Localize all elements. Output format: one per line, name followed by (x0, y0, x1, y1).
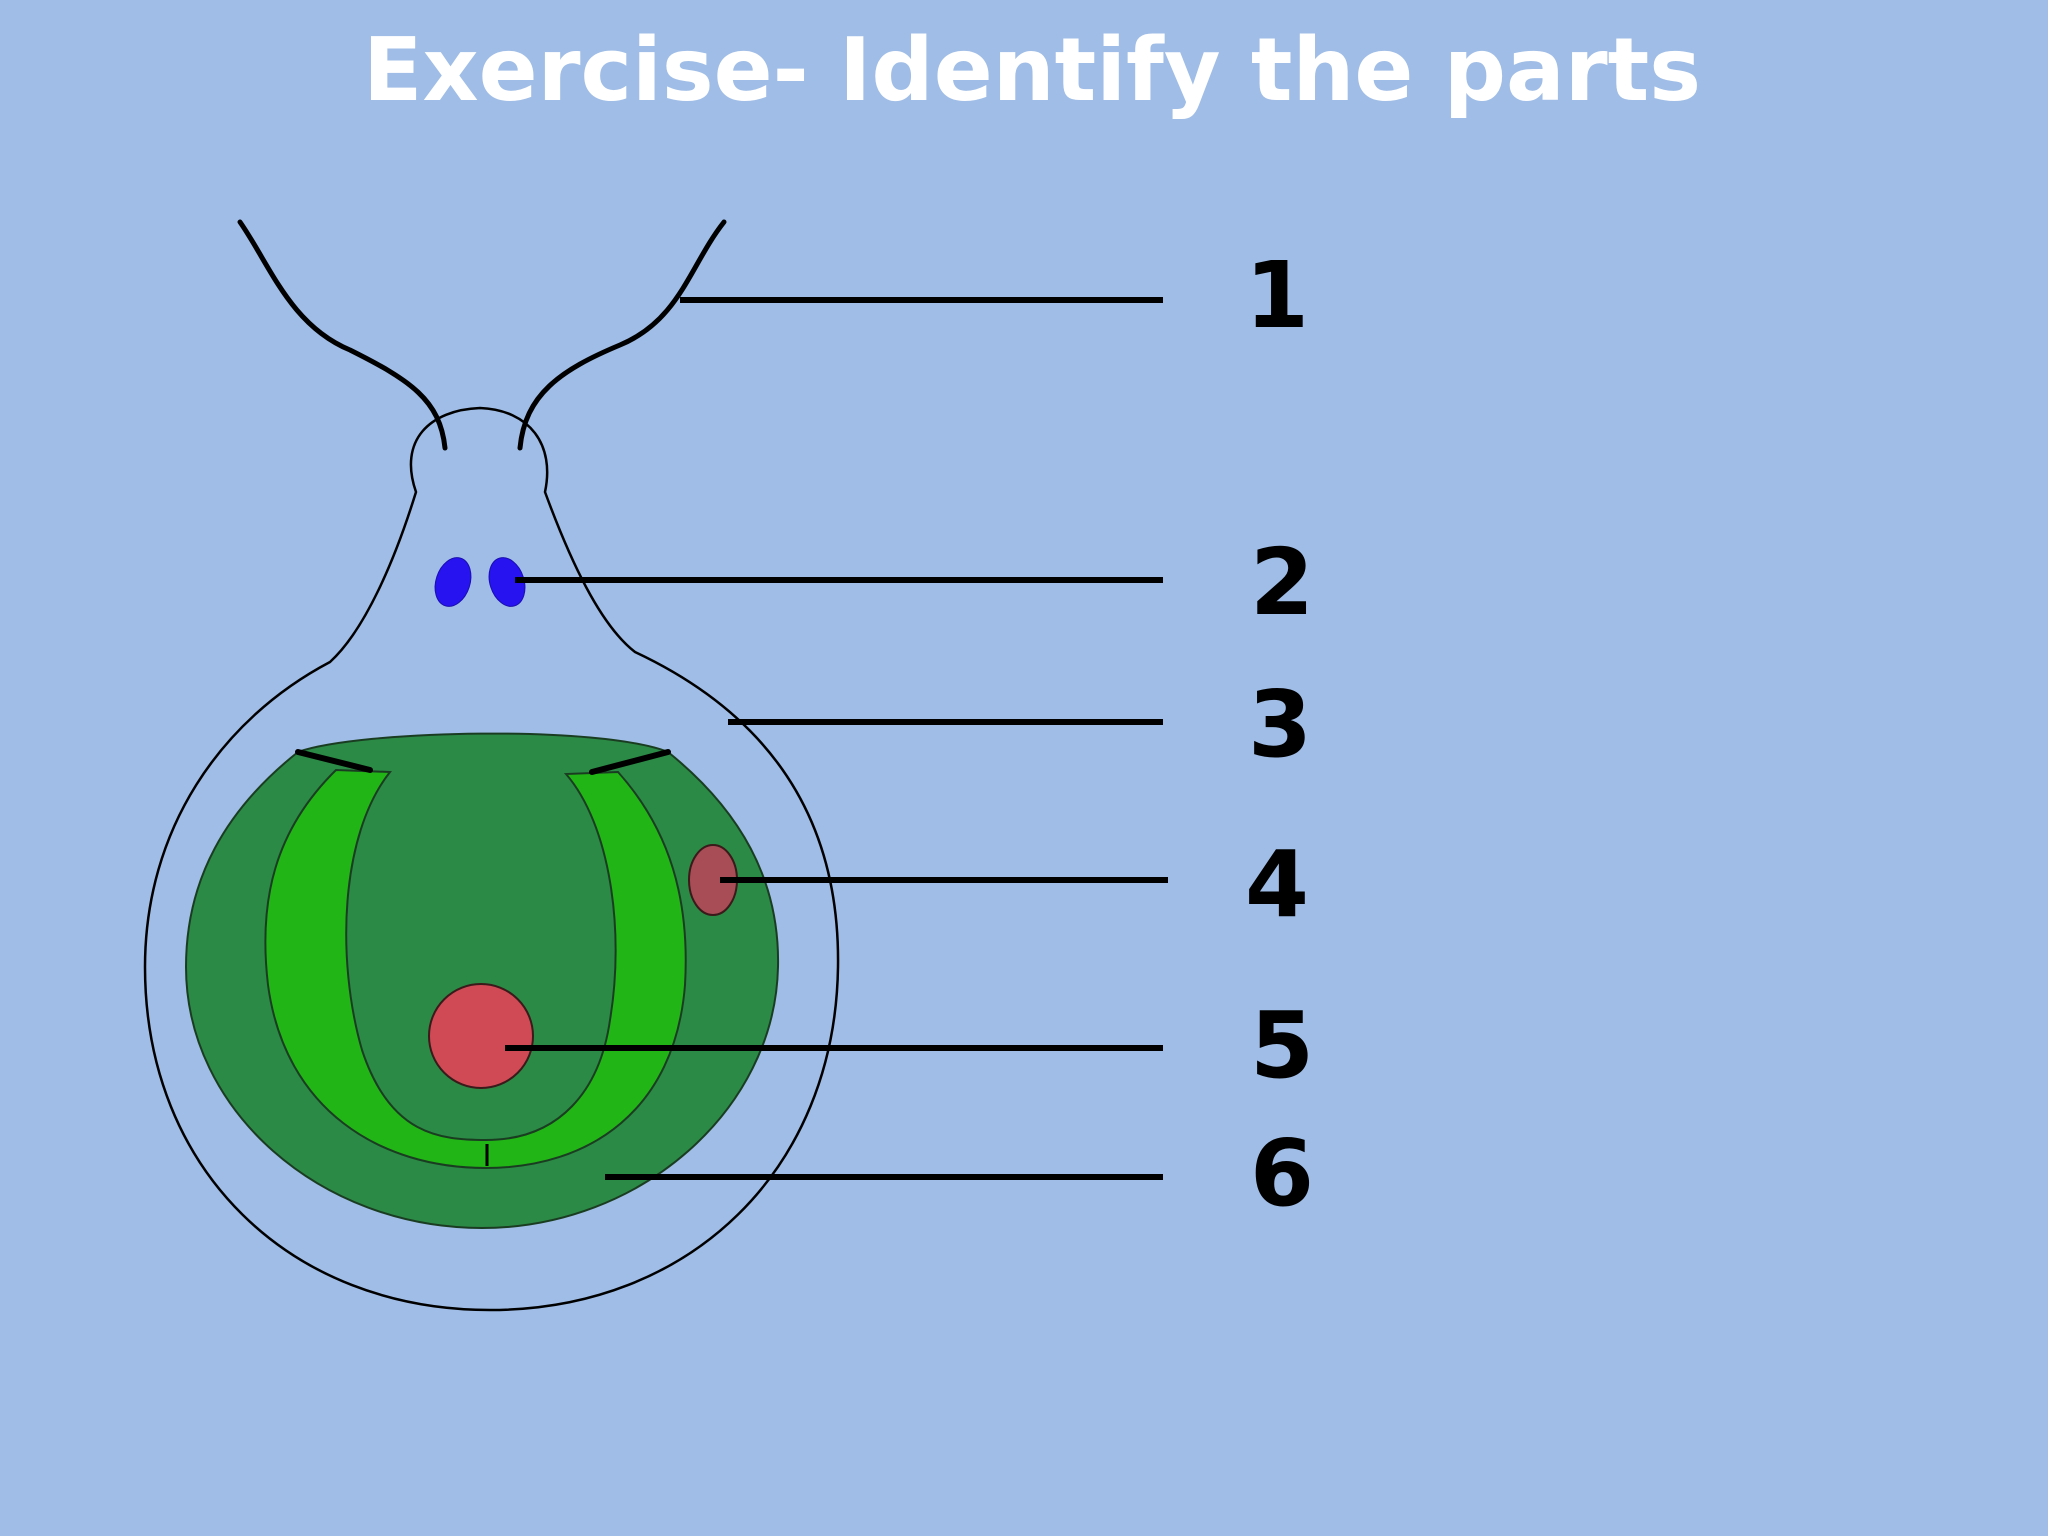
label-5: 5 (1250, 992, 1314, 1099)
label-4: 4 (1245, 831, 1309, 938)
label-3: 3 (1248, 671, 1312, 778)
label-6: 6 (1250, 1120, 1314, 1227)
flagellum-left (240, 222, 445, 448)
label-2: 2 (1250, 529, 1314, 636)
label-1: 1 (1245, 242, 1309, 349)
nucleus (429, 984, 533, 1088)
flagellum-right (520, 222, 724, 448)
eyespot-left (429, 553, 477, 611)
